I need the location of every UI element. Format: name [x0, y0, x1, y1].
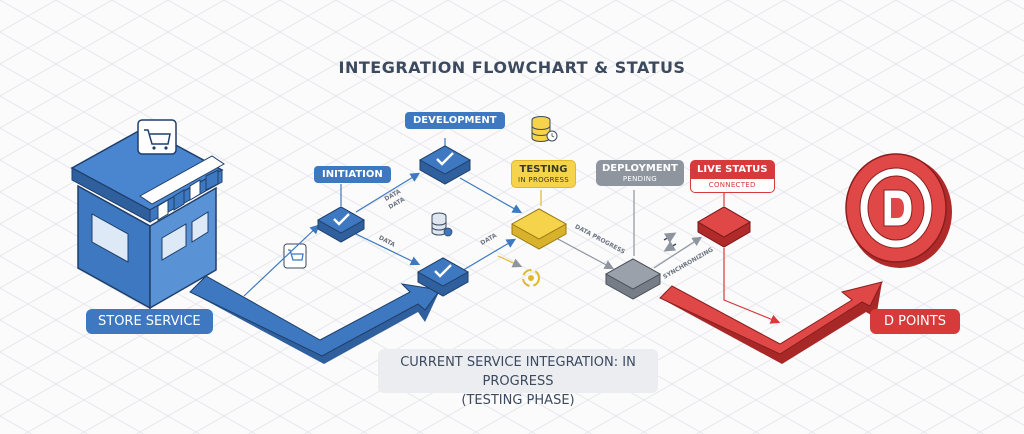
cart-icon: [282, 243, 308, 269]
check-icon: [436, 152, 454, 166]
status-banner: CURRENT SERVICE INTEGRATION: IN PROGRESS…: [378, 349, 658, 408]
red-flow-arrow: [659, 281, 883, 364]
node-development[interactable]: [418, 145, 472, 185]
node-testing[interactable]: [510, 208, 568, 250]
sync-arrows-icon: [663, 232, 677, 252]
sync-icon: [522, 269, 540, 287]
deployment-label: DEPLOYMENT: [602, 163, 678, 174]
d-points-logo: [845, 153, 952, 268]
deployment-status: PENDING: [622, 174, 657, 183]
label-initiation: INITIATION: [314, 166, 391, 183]
diagram-title: INTEGRATION FLOWCHART & STATUS: [338, 58, 686, 77]
node-initiation[interactable]: [316, 206, 366, 243]
node-live-status[interactable]: [696, 206, 752, 248]
database-gear-icon: [431, 212, 453, 237]
testing-label: TESTING: [519, 164, 568, 175]
node-deployment[interactable]: [604, 258, 662, 300]
label-live-status: LIVE STATUS CONNECTED: [690, 160, 775, 193]
label-development: DEVELOPMENT: [405, 112, 505, 129]
banner-line-1: CURRENT SERVICE INTEGRATION: IN PROGRESS: [400, 355, 636, 389]
live-status-label: LIVE STATUS: [691, 161, 774, 179]
label-store-service: STORE SERVICE: [86, 309, 213, 334]
label-d-points: D POINTS: [870, 309, 960, 334]
label-deployment: DEPLOYMENT PENDING: [596, 160, 684, 186]
banner-line-2: (TESTING PHASE): [461, 393, 575, 408]
testing-status: IN PROGRESS: [518, 175, 570, 184]
store-icon: [70, 119, 225, 310]
check-icon: [333, 213, 350, 226]
gear-icon: [443, 227, 453, 237]
label-testing: TESTING IN PROGRESS: [511, 160, 577, 188]
database-clock-icon: [531, 116, 558, 142]
check-icon: [434, 264, 452, 278]
node-development-b[interactable]: [416, 257, 470, 297]
blue-flow-arrow: [189, 275, 441, 364]
live-status-status: CONNECTED: [708, 180, 756, 189]
